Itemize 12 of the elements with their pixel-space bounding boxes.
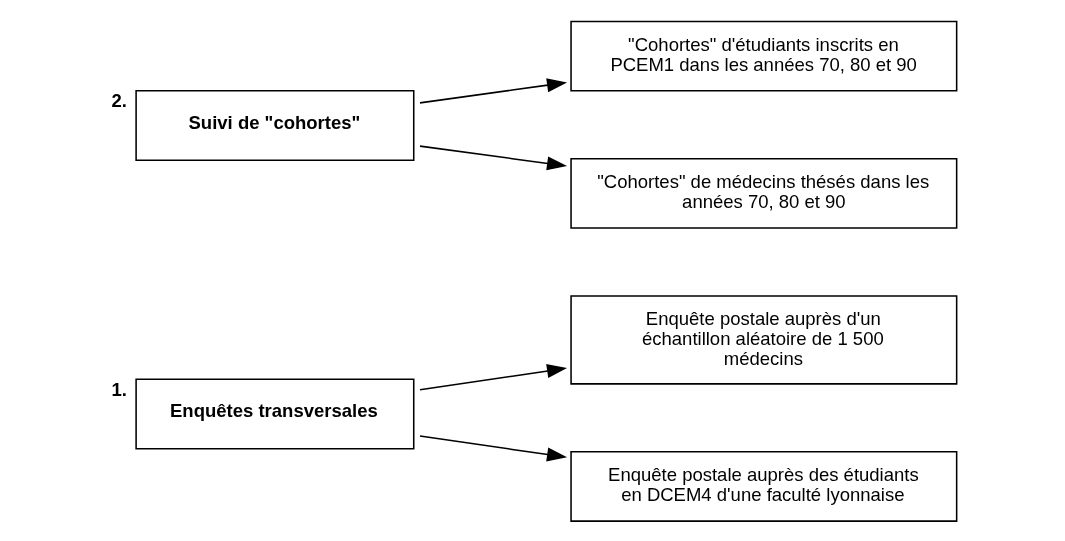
node-box: Enquête postale auprès des étudiants en DCEM4 d'une faculté lyonnaise bbox=[570, 450, 958, 522]
arrow bbox=[419, 145, 568, 171]
node-box: Enquête postale auprès d'un échantillon aléatoire de 1 500 médecins bbox=[570, 295, 958, 385]
node-label: 2. bbox=[111, 90, 127, 112]
node-label: 1. bbox=[111, 378, 127, 400]
arrow bbox=[419, 78, 568, 104]
node-box: "Cohortes" d'étudiants inscrits en PCEM1 dans les années 70, 80 et 90 bbox=[570, 20, 958, 92]
arrow bbox=[419, 364, 568, 391]
arrow bbox=[419, 435, 568, 462]
node-box: "Cohortes" de médecins thésés dans les années 70, 80 et 90 bbox=[570, 157, 958, 229]
node-box: Suivi de "cohortes" bbox=[135, 90, 415, 161]
node-box: Enquêtes transversales bbox=[135, 378, 415, 450]
